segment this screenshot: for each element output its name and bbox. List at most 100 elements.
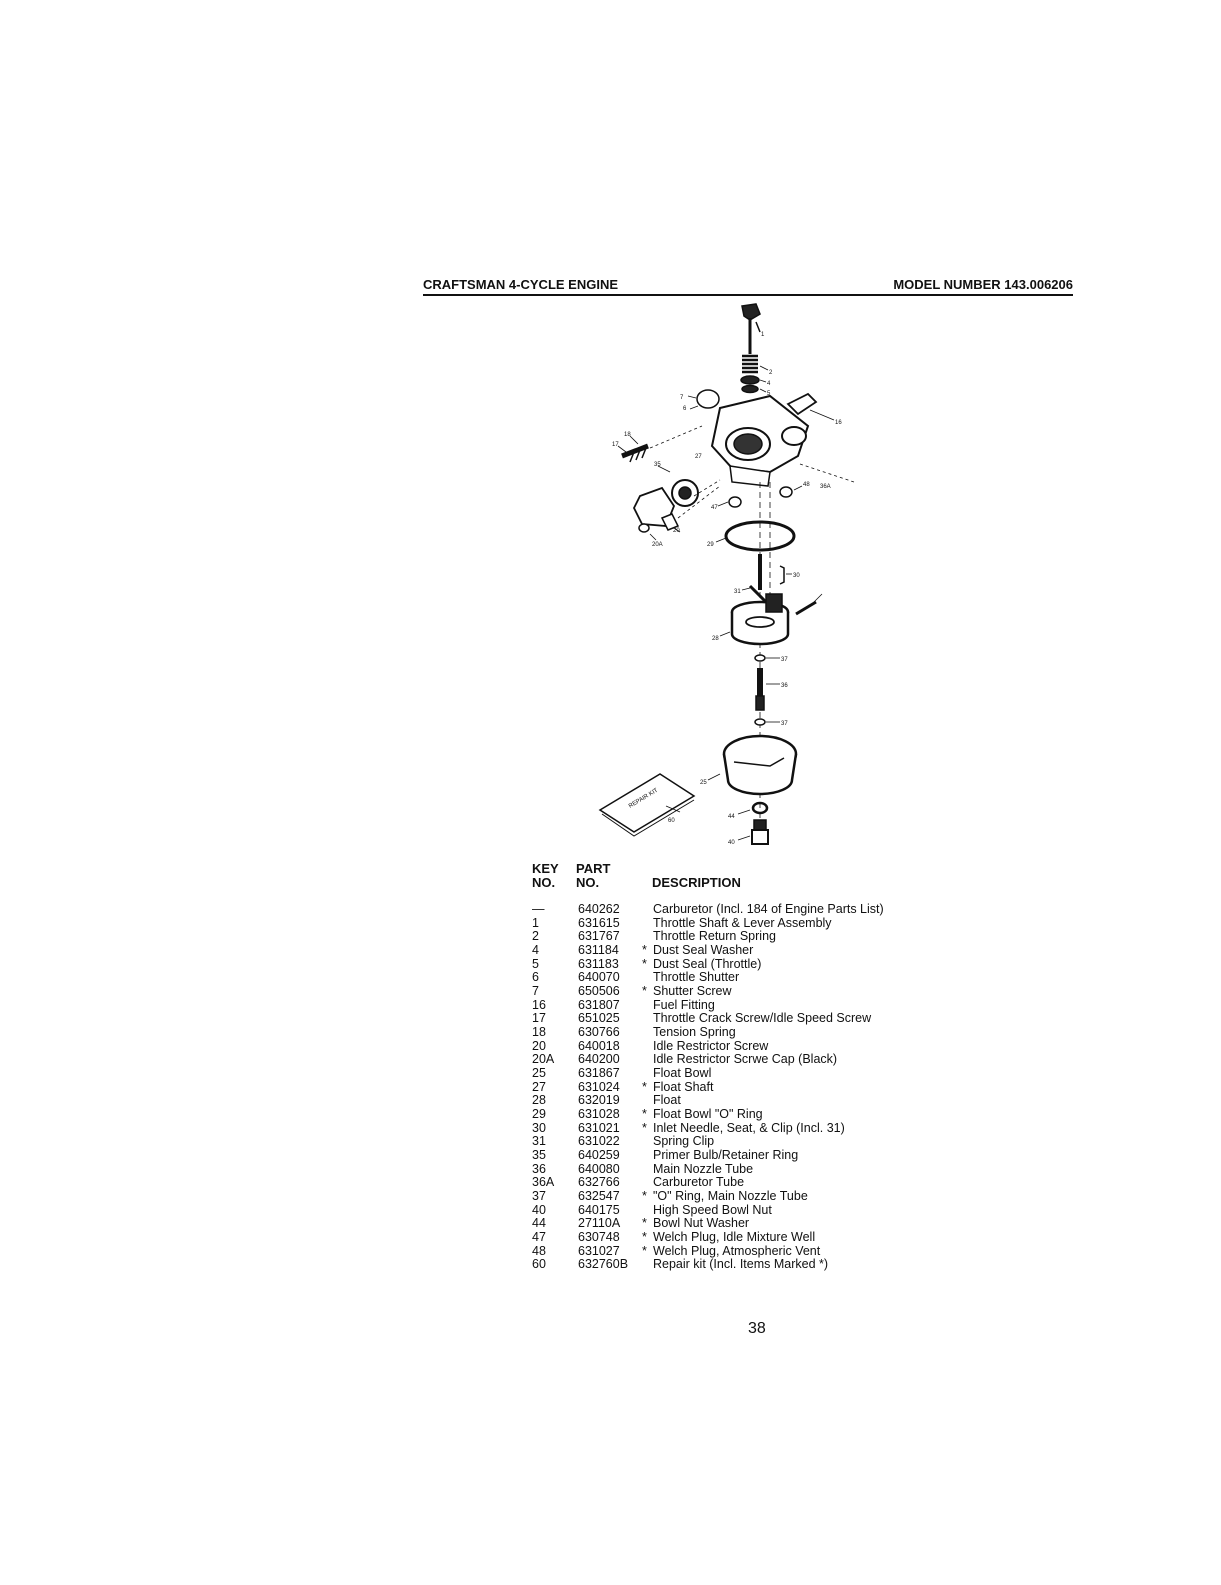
callout-18: 18	[624, 432, 631, 438]
callout-7: 7	[680, 395, 684, 401]
part-description: Idle Restrictor Screw	[653, 1038, 769, 1053]
key-no: 40	[532, 1202, 546, 1217]
float-shaft	[795, 600, 817, 616]
part-description: Repair kit (Incl. Items Marked *)	[653, 1257, 829, 1272]
part-description: Idle Restrictor Scrwe Cap (Black)	[653, 1052, 838, 1067]
kit-marker: *	[642, 1216, 647, 1231]
model-number: MODEL NUMBER 143.006206	[893, 277, 1073, 292]
key-no: 35	[532, 1148, 546, 1163]
table-row: 20 640018 Idle Restrictor Screw	[532, 1038, 952, 1054]
engine-title: CRAFTSMAN 4-CYCLE ENGINE	[423, 277, 619, 292]
table-row: 16 631807 Fuel Fitting	[532, 997, 952, 1013]
key-no: 20	[532, 1038, 546, 1053]
kit-marker: *	[642, 943, 647, 958]
part-no: 631024	[578, 1079, 620, 1094]
part-description: Bowl Nut Washer	[653, 1216, 750, 1231]
callout-35: 35	[654, 462, 661, 468]
callout-36a: 36A	[820, 484, 831, 490]
page-header: CRAFTSMAN 4-CYCLE ENGINE MODEL NUMBER 14…	[423, 274, 1073, 296]
key-no: 29	[532, 1107, 546, 1122]
key-no-header: KEY NO.	[532, 861, 559, 890]
throttle-return-spring	[742, 354, 758, 374]
key-no: 31	[532, 1134, 546, 1149]
part-description: Shutter Screw	[653, 984, 732, 999]
kit-marker: *	[642, 956, 647, 971]
callout-2: 2	[769, 370, 773, 376]
part-no: 630748	[578, 1230, 620, 1245]
kit-marker: *	[642, 1230, 647, 1245]
part-description: Inlet Needle, Seat, & Clip (Incl. 31)	[653, 1120, 845, 1135]
spring-clip	[748, 584, 768, 604]
callout-47: 47	[711, 505, 718, 511]
callout-60: 60	[668, 818, 675, 824]
callout-27: 27	[695, 454, 702, 460]
table-row: 40 640175 High Speed Bowl Nut	[532, 1202, 952, 1218]
key-no: 18	[532, 1025, 546, 1040]
callout-20: 20	[673, 528, 680, 534]
kit-marker: *	[642, 1079, 647, 1094]
kit-marker: *	[642, 1107, 647, 1122]
key-no: 2	[532, 929, 539, 944]
part-no: 631807	[578, 997, 620, 1012]
part-no: 631027	[578, 1243, 620, 1258]
callout-44: 44	[728, 814, 735, 820]
key-no: 4	[532, 943, 539, 958]
part-description: Carburetor Tube	[653, 1175, 745, 1190]
part-description: Throttle Crack Screw/Idle Speed Screw	[653, 1011, 872, 1026]
kit-marker: *	[642, 1243, 647, 1258]
key-no: 17	[532, 1011, 546, 1026]
key-no: 37	[532, 1189, 546, 1204]
part-description: Fuel Fitting	[653, 997, 715, 1012]
part-no: 631183	[578, 956, 619, 971]
table-row: 31 631022 Spring Clip	[532, 1135, 952, 1149]
part-no: 640175	[578, 1202, 620, 1217]
kit-marker: *	[642, 1189, 647, 1204]
part-description: Primer Bulb/Retainer Ring	[653, 1148, 799, 1163]
part-description: Float Bowl	[653, 1066, 712, 1081]
o-ring-upper	[754, 654, 766, 662]
part-no: 631021	[578, 1120, 620, 1135]
key-no: 16	[532, 997, 546, 1012]
part-no: 631022	[578, 1134, 620, 1149]
callout-48: 48	[803, 482, 810, 488]
part-description: "O" Ring, Main Nozzle Tube	[653, 1189, 808, 1204]
callout-6: 6	[683, 406, 687, 412]
part-no: 632766	[578, 1175, 620, 1190]
key-no: 7	[532, 984, 539, 999]
callout-16: 16	[835, 420, 842, 426]
part-description: Throttle Shaft & Lever Assembly	[653, 915, 832, 930]
part-description: High Speed Bowl Nut	[653, 1202, 772, 1217]
part-no: 631184	[578, 943, 619, 958]
part-no: 27110A	[578, 1216, 621, 1231]
callout-25: 25	[700, 780, 707, 786]
part-description: Welch Plug, Idle Mixture Well	[653, 1230, 816, 1245]
table-row: 35 640259 Primer Bulb/Retainer Ring	[532, 1148, 952, 1163]
key-no: 36	[532, 1161, 546, 1176]
key-no: 5	[532, 956, 539, 971]
throttle-lever	[741, 303, 761, 321]
callout-36: 36	[781, 683, 788, 689]
key-no: 20A	[532, 1052, 555, 1067]
part-no: 640018	[578, 1038, 620, 1053]
part-no: 640259	[578, 1148, 620, 1163]
key-no: —	[532, 902, 545, 916]
part-description: Spring Clip	[653, 1134, 715, 1149]
key-no: 28	[532, 1093, 546, 1108]
part-no-header: PART NO.	[576, 861, 611, 890]
exploded-view-svg: 1 2 4 5 6 7 16 17 18 35 27 48 36A 47 20 …	[598, 303, 855, 846]
part-no: 640262	[578, 902, 620, 916]
key-no: 48	[532, 1243, 546, 1258]
